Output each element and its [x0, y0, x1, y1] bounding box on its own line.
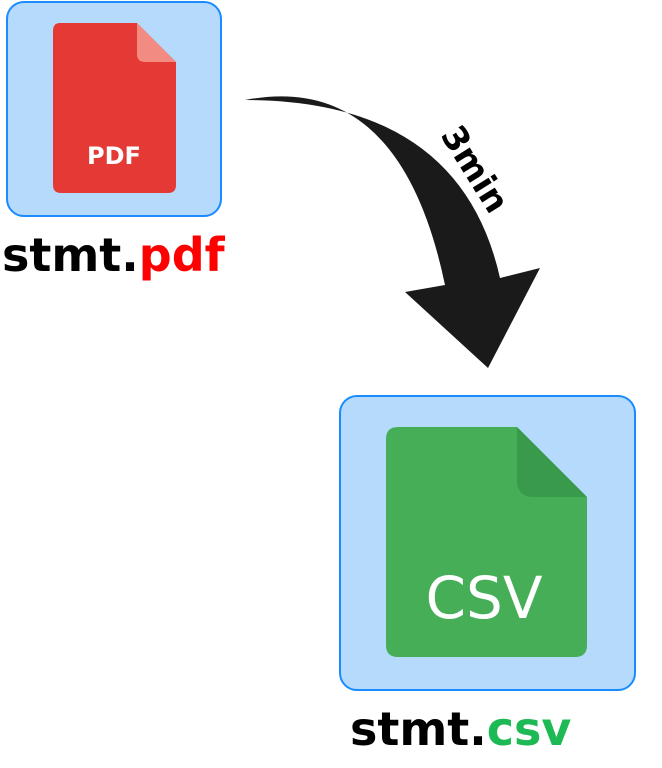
target-filename: stmt.csv: [350, 702, 572, 756]
source-filename: stmt.pdf: [2, 228, 225, 282]
csv-file-icon: CSV: [386, 427, 587, 657]
svg-text:CSV: CSV: [426, 564, 543, 632]
pdf-file-icon: PDF: [53, 23, 176, 193]
svg-text:PDF: PDF: [87, 142, 141, 170]
